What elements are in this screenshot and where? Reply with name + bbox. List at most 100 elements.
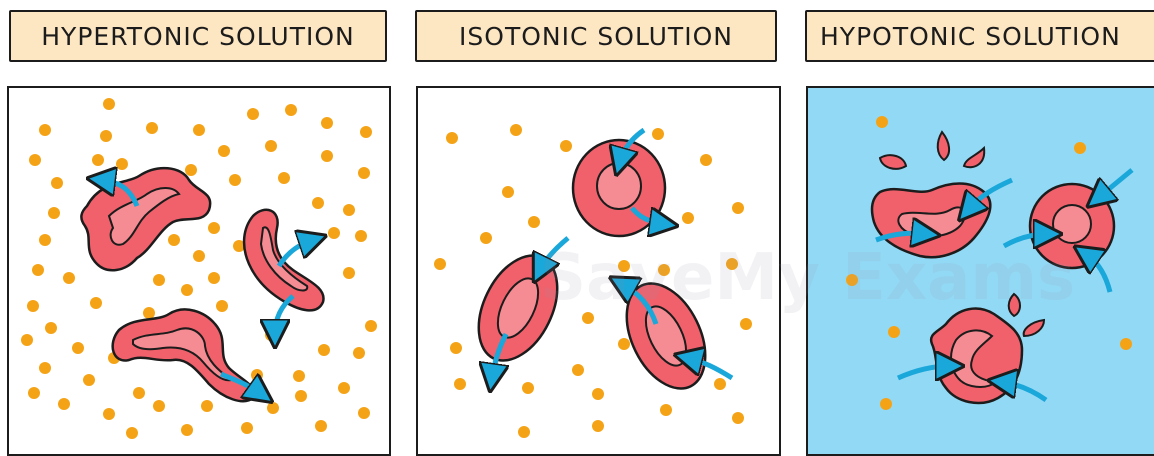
solute-dot bbox=[312, 197, 324, 209]
solute-dot bbox=[700, 154, 712, 166]
panel-isotonic bbox=[416, 86, 781, 456]
solute-dot bbox=[572, 364, 584, 376]
solute-dot bbox=[58, 398, 70, 410]
solute-dot bbox=[618, 338, 630, 350]
panel-hypertonic bbox=[7, 86, 391, 456]
water-arrow bbox=[875, 233, 926, 240]
solute-dot bbox=[318, 344, 330, 356]
hypertonic-illustration bbox=[21, 98, 377, 439]
solute-dot bbox=[229, 174, 241, 186]
solute-dot bbox=[522, 382, 534, 394]
solute-dot bbox=[168, 234, 180, 246]
solute-dot bbox=[126, 427, 138, 439]
solute-dot bbox=[208, 272, 220, 284]
solute-dot bbox=[153, 274, 165, 286]
solute-dot bbox=[241, 422, 253, 434]
solute-dot bbox=[338, 382, 350, 394]
solute-dot bbox=[29, 154, 41, 166]
solute-dot bbox=[592, 420, 604, 432]
solute-dot bbox=[618, 260, 630, 272]
solute-dot bbox=[28, 387, 40, 399]
solute-dot bbox=[434, 258, 446, 270]
solute-dot bbox=[293, 370, 305, 382]
solute-dot bbox=[218, 145, 230, 157]
solute-dot bbox=[285, 104, 297, 116]
solute-dot bbox=[658, 264, 670, 276]
solute-dots bbox=[846, 116, 1132, 410]
solute-dot bbox=[682, 212, 694, 224]
splash-droplet bbox=[936, 130, 950, 162]
solute-dot bbox=[201, 400, 213, 412]
water-arrow bbox=[1002, 234, 1048, 246]
solute-dot bbox=[358, 167, 370, 179]
solute-dot bbox=[502, 186, 514, 198]
solute-dot bbox=[876, 116, 888, 128]
splash-droplet bbox=[1022, 318, 1046, 338]
solute-dot bbox=[72, 342, 84, 354]
water-arrow bbox=[688, 358, 734, 381]
solute-dot bbox=[103, 98, 115, 110]
solute-dots bbox=[434, 124, 752, 438]
solute-dot bbox=[103, 408, 115, 420]
solute-dot bbox=[278, 172, 290, 184]
solute-dot bbox=[63, 272, 75, 284]
solute-dot bbox=[181, 284, 193, 296]
red-blood-cell-shrivelled-3 bbox=[111, 308, 255, 403]
solute-dot bbox=[233, 240, 245, 252]
label-hypotonic-solution: HYPOTONIC SOLUTION bbox=[805, 10, 1154, 62]
water-arrow bbox=[630, 206, 664, 224]
solute-dot bbox=[450, 342, 462, 354]
water-arrow bbox=[620, 127, 646, 162]
solute-dot bbox=[592, 388, 604, 400]
solute-dot bbox=[560, 140, 572, 152]
solute-dot bbox=[315, 420, 327, 432]
solute-dot bbox=[328, 227, 340, 239]
hypotonic-illustration bbox=[808, 88, 1154, 454]
splash-droplet bbox=[1007, 292, 1021, 318]
solute-dot bbox=[660, 404, 672, 416]
label-isotonic-solution: ISOTONIC SOLUTION bbox=[415, 10, 777, 62]
water-arrow bbox=[275, 294, 295, 334]
water-arrow bbox=[276, 240, 313, 268]
water-arrow bbox=[492, 332, 506, 378]
water-arrow bbox=[622, 284, 659, 325]
red-blood-cell-shrivelled-2 bbox=[242, 208, 325, 312]
solute-dot bbox=[846, 274, 858, 286]
water-arrow bbox=[968, 177, 1014, 210]
solute-dot bbox=[446, 132, 458, 144]
solute-dot bbox=[32, 264, 44, 276]
solute-dot bbox=[251, 369, 263, 381]
solute-dot bbox=[39, 124, 51, 136]
solute-dot bbox=[21, 334, 33, 346]
panel-hypotonic bbox=[806, 86, 1154, 456]
water-arrow bbox=[896, 366, 950, 378]
solute-dot bbox=[321, 150, 333, 162]
solute-dot bbox=[48, 207, 60, 219]
solute-dot bbox=[652, 128, 664, 140]
solute-dot bbox=[880, 398, 892, 410]
solute-dot bbox=[582, 312, 594, 324]
solute-dot bbox=[83, 374, 95, 386]
solute-dot bbox=[510, 124, 522, 136]
solute-dot bbox=[181, 424, 193, 436]
solute-dot bbox=[193, 250, 205, 262]
solute-dot bbox=[92, 154, 104, 166]
solute-dot bbox=[185, 164, 197, 176]
splash-droplet bbox=[878, 154, 908, 170]
solute-dot bbox=[39, 234, 51, 246]
solute-dot bbox=[726, 258, 738, 270]
red-blood-cell-shrivelled-1 bbox=[80, 167, 212, 272]
solute-dot bbox=[295, 390, 307, 402]
solute-dot bbox=[267, 402, 279, 414]
solute-dot bbox=[732, 412, 744, 424]
solute-dot bbox=[193, 124, 205, 136]
splash-droplets bbox=[878, 130, 1046, 338]
water-arrow bbox=[220, 371, 261, 394]
solute-dot bbox=[247, 108, 259, 120]
isotonic-illustration bbox=[434, 124, 752, 438]
solute-dot bbox=[740, 318, 752, 330]
solute-dot bbox=[146, 122, 158, 134]
solute-dot bbox=[343, 267, 355, 279]
water-arrow bbox=[1002, 382, 1048, 403]
solute-dot bbox=[208, 222, 220, 234]
